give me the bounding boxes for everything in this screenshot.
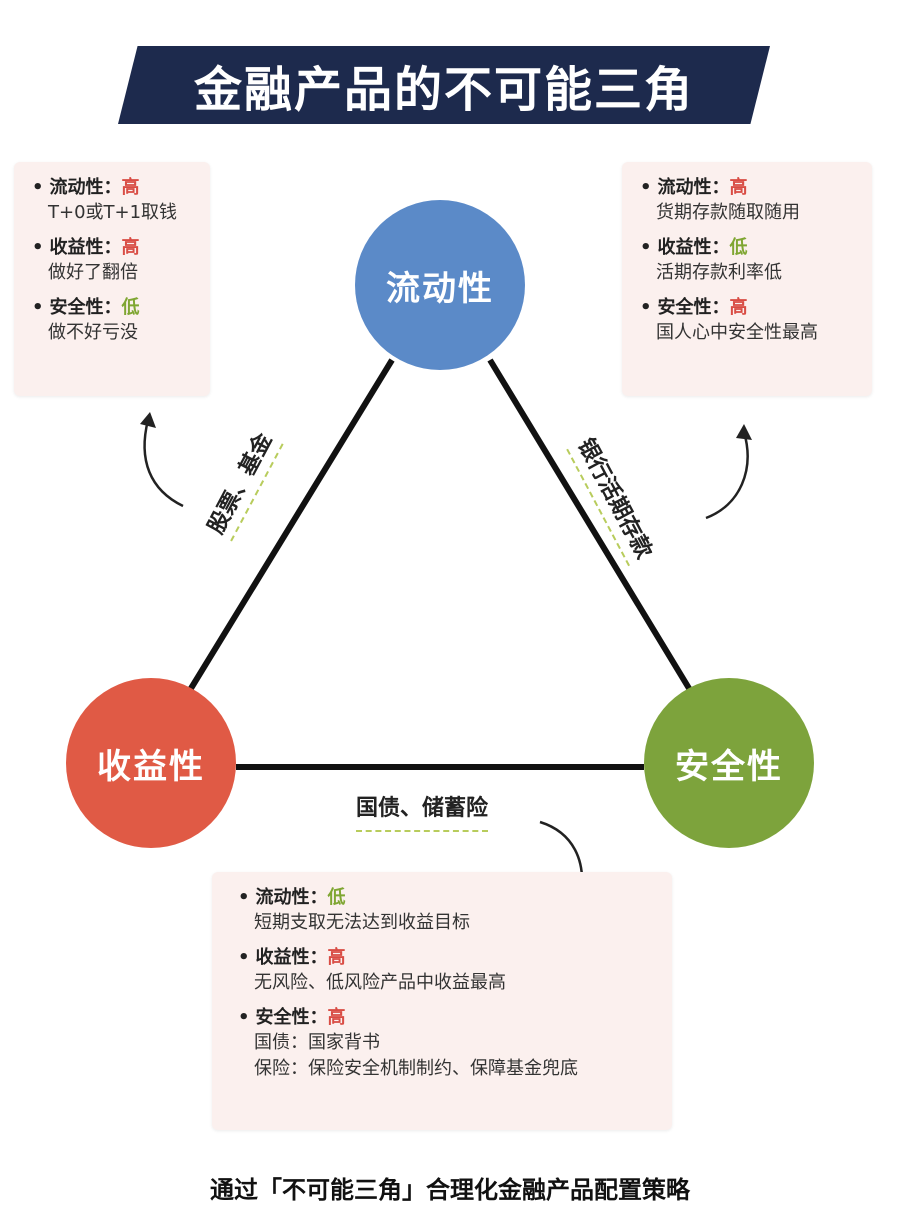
node-safety-label: 安全性	[675, 746, 783, 787]
info-item-level: 高	[729, 177, 748, 198]
info-item-label: 流动性：	[255, 887, 328, 908]
info-item: •流动性：高货期存款随取随用	[640, 176, 854, 226]
footer-caption: 通过「不可能三角」合理化金融产品配置策略	[210, 1176, 690, 1204]
info-item-level: 低	[121, 297, 140, 318]
page-title: 金融产品的不可能三角	[193, 62, 694, 118]
info-item-level: 高	[327, 947, 346, 968]
bullet-icon: •	[238, 887, 250, 908]
info-item-heading: •安全性：低	[32, 296, 192, 320]
info-item-heading: •收益性：高	[32, 236, 192, 260]
info-item-description: T+0或T+1取钱	[48, 202, 178, 223]
info-item-level: 高	[121, 237, 140, 258]
info-item-label: 安全性：	[49, 297, 122, 318]
node-liquidity-label: 流动性	[386, 268, 494, 309]
edge-label-bonds-insurance: 国债、储蓄险	[356, 790, 489, 832]
arrow-icon-top-right	[705, 431, 749, 520]
info-item-label: 收益性：	[49, 237, 122, 258]
info-item-label: 收益性：	[657, 237, 730, 258]
info-item-heading: •安全性：高	[238, 1006, 654, 1030]
info-item: •安全性：高国债：国家背书保险：保险安全机制制约、保障基金兜底	[238, 1006, 654, 1082]
info-item-description: 做好了翻倍	[48, 262, 138, 283]
edge-label-bank-deposits: 银行活期存款	[566, 431, 662, 567]
node-yield: 收益性	[66, 678, 236, 848]
info-box-bonds: •流动性：低短期支取无法达到收益目标•收益性：高无风险、低风险产品中收益最高•安…	[212, 872, 672, 1130]
info-item: •流动性：低短期支取无法达到收益目标	[238, 886, 654, 936]
bullet-icon: •	[238, 1007, 250, 1028]
node-liquidity: 流动性	[355, 200, 525, 370]
info-item-description: 无风险、低风险产品中收益最高	[254, 972, 506, 993]
info-item-label: 流动性：	[657, 177, 730, 198]
info-item: •收益性：低活期存款利率低	[640, 236, 854, 286]
info-item-level: 高	[729, 297, 748, 318]
edge-line-right	[487, 358, 693, 692]
node-safety: 安全性	[644, 678, 814, 848]
arrow-icon-top-left	[143, 419, 184, 508]
info-item-level: 低	[327, 887, 346, 908]
info-box-deposits: •流动性：高货期存款随取随用•收益性：低活期存款利率低•安全性：高国人心中安全性…	[622, 162, 872, 396]
info-item-description: 国人心中安全性最高	[656, 322, 818, 343]
info-item: •收益性：高做好了翻倍	[32, 236, 192, 286]
info-item-label: 流动性：	[49, 177, 122, 198]
info-item: •安全性：高国人心中安全性最高	[640, 296, 854, 346]
info-item-description: 活期存款利率低	[656, 262, 782, 283]
arrowhead-icon-top-right	[736, 424, 752, 440]
info-item: •安全性：低做不好亏没	[32, 296, 192, 346]
info-item-level: 低	[729, 237, 748, 258]
bullet-icon: •	[640, 297, 652, 318]
info-item-heading: •收益性：高	[238, 946, 654, 970]
arrowhead-icon-top-left	[140, 412, 156, 428]
info-item-label: 安全性：	[657, 297, 730, 318]
node-yield-label: 收益性	[97, 746, 205, 787]
info-item-heading: •流动性：高	[32, 176, 192, 200]
title-banner	[118, 46, 770, 124]
edge-label-stocks-funds: 股票、基金	[198, 426, 284, 542]
bullet-icon: •	[32, 297, 44, 318]
info-item-description: 货期存款随取随用	[656, 202, 800, 223]
info-item-level: 高	[327, 1007, 346, 1028]
info-item-heading: •安全性：高	[640, 296, 854, 320]
info-item-label: 安全性：	[255, 1007, 328, 1028]
info-item-description: 保险：保险安全机制制约、保障基金兜底	[254, 1058, 578, 1079]
info-item-description: 做不好亏没	[48, 322, 138, 343]
bullet-icon: •	[32, 177, 44, 198]
bullet-icon: •	[640, 237, 652, 258]
info-item-level: 高	[121, 177, 140, 198]
info-item: •收益性：高无风险、低风险产品中收益最高	[238, 946, 654, 996]
bullet-icon: •	[238, 947, 250, 968]
bullet-icon: •	[640, 177, 652, 198]
info-item-heading: •流动性：高	[640, 176, 854, 200]
info-item-heading: •流动性：低	[238, 886, 654, 910]
info-item-description: 国债：国家背书	[254, 1032, 380, 1053]
info-item-heading: •收益性：低	[640, 236, 854, 260]
info-item-description: 短期支取无法达到收益目标	[254, 912, 470, 933]
bullet-icon: •	[32, 237, 44, 258]
info-item-label: 收益性：	[255, 947, 328, 968]
